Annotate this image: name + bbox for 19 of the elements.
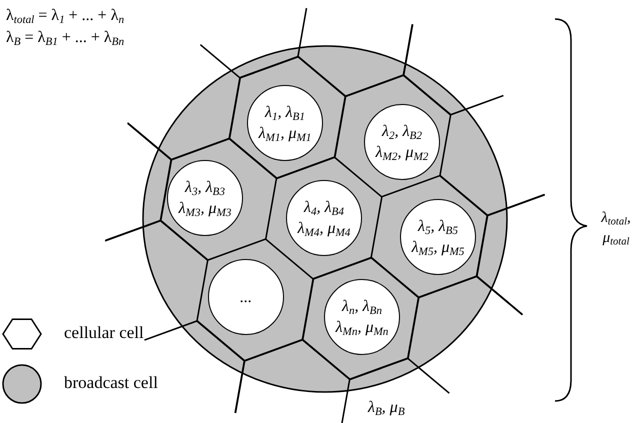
rate-label: λ$_{M1}$, μ$_{M1}$ [258,124,312,144]
rate-label: λ$_{M2}$, μ$_{M2}$ [376,143,428,163]
rate-label: λ$_{M3}$, μ$_{M3}$ [178,199,232,219]
rate-label: λ$_{M5}$, μ$_{M5}$ [412,238,464,258]
rate-label: λ$_{n}$, λ$_{Bn}$ [342,297,382,317]
formula-label: λ$_{total}$ = λ$_{1}$ + ... + λ$_{n}$ [6,6,124,26]
rate-label: λ$_{M4}$, μ$_{M4}$ [298,219,350,239]
rate-label: λ$_{2}$, λ$_{B2}$ [382,122,422,142]
rate-label: λ$_{Mn}$, μ$_{Mn}$ [336,318,388,338]
rate-label: λ$_{5}$, λ$_{B5}$ [418,217,458,237]
legend-label: broadcast cell [64,373,158,393]
rate-label: λ$_{B}$, μ$_{B}$ [368,398,405,418]
rate-label: λ$_{3}$, λ$_{B3}$ [185,178,225,198]
rate-label: λ$_{1}$, λ$_{B1}$ [265,103,305,123]
formula-label: λ$_{B}$ = λ$_{B1}$ + ... + λ$_{Bn}$ [6,28,124,48]
rate-label: λ$_{4}$, λ$_{B4}$ [304,198,344,218]
formula-label: λ$_{total}$, μ$_{total}$ [600,209,632,248]
rate-label: ... [240,288,252,308]
legend-label: cellular cell [64,323,144,343]
